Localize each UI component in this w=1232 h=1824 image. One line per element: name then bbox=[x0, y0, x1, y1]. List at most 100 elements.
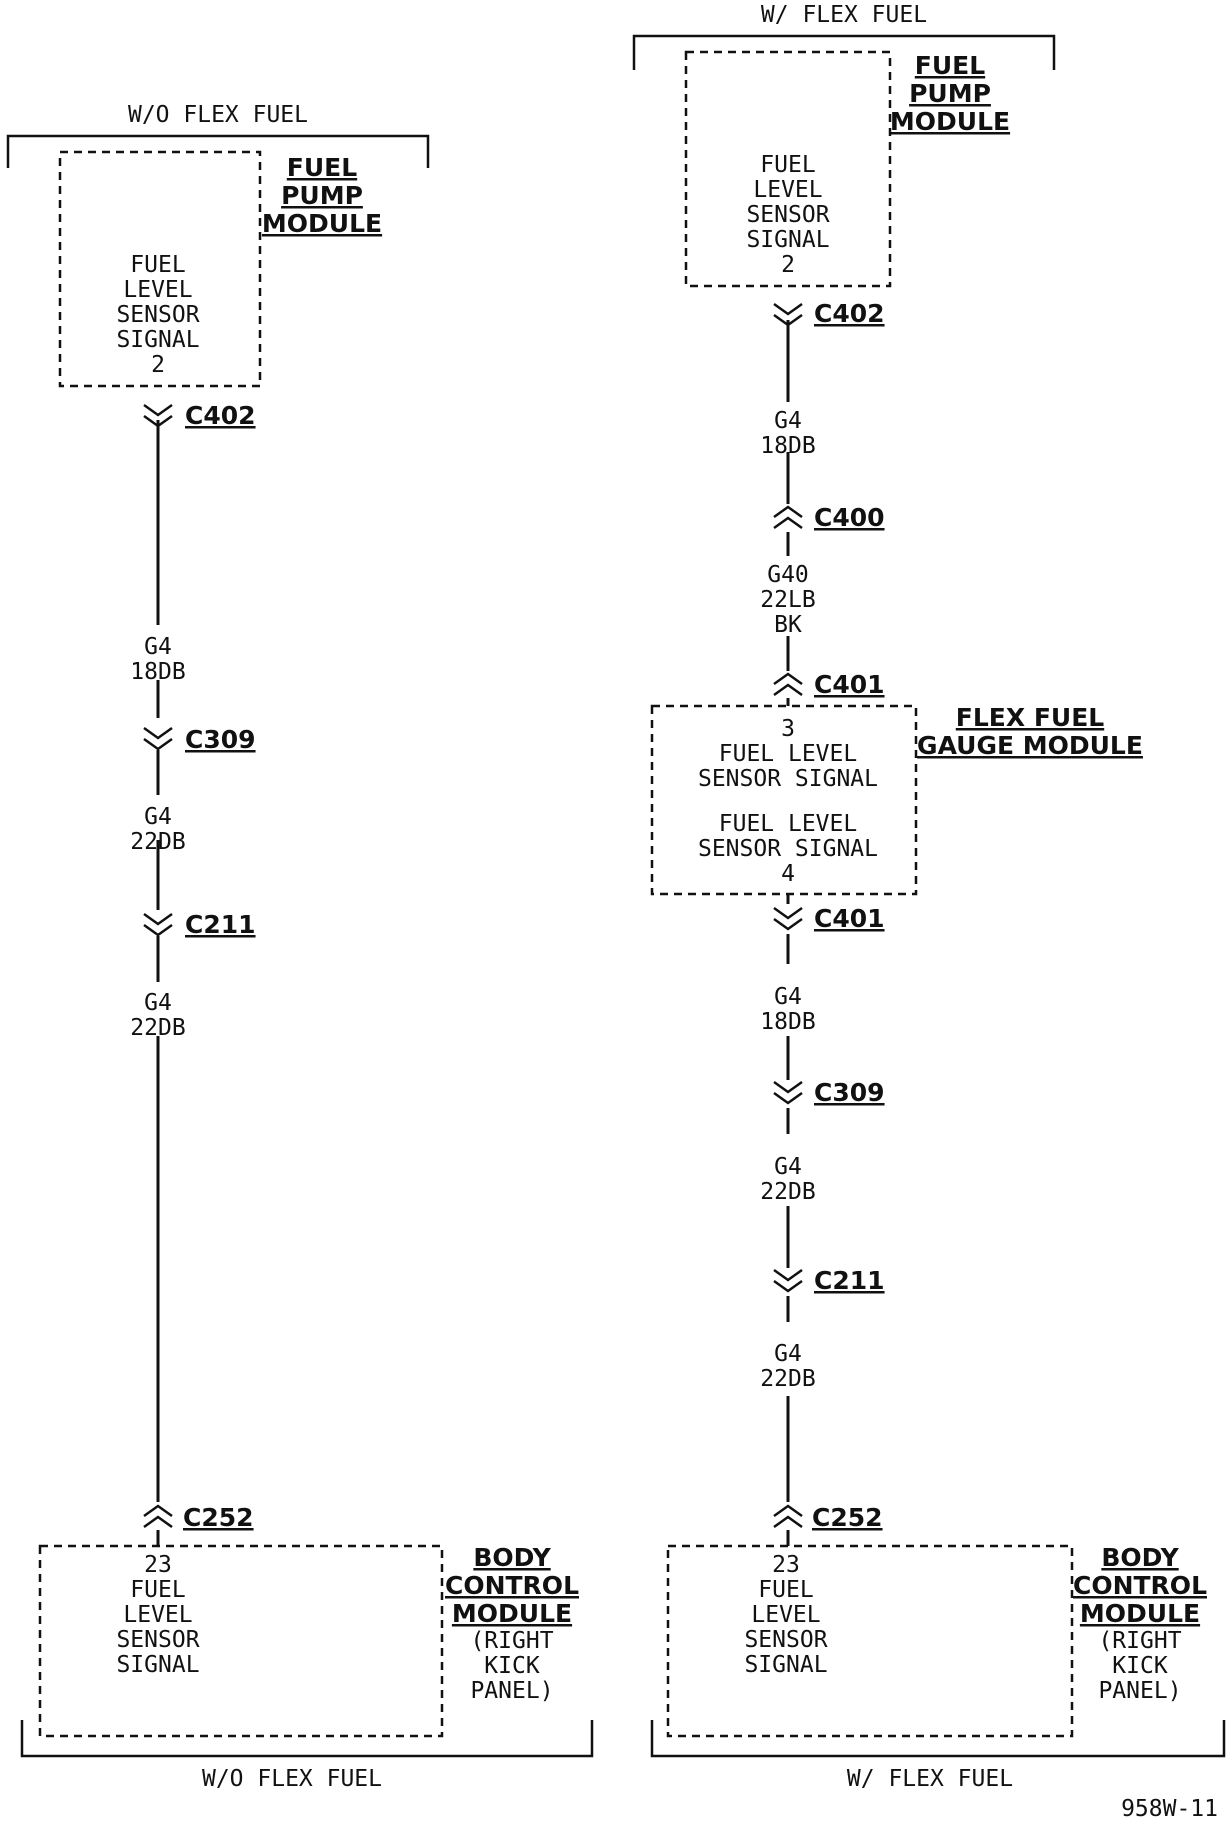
left-pump-pin-line-4: SIGNAL bbox=[116, 327, 199, 353]
right-connector-c400-symbol bbox=[773, 505, 803, 530]
left-top-bracket bbox=[6, 134, 430, 168]
right-fuel-pump-module-name-2: PUMP bbox=[909, 79, 991, 108]
left-connector-c252-symbol bbox=[143, 1504, 173, 1529]
left-fuel-pump-module-name-1: FUEL bbox=[287, 153, 357, 182]
left-wire-label-2-b: 22DB bbox=[130, 829, 185, 855]
left-bottom-bracket bbox=[20, 1720, 594, 1758]
gauge-pin-line-5: SENSOR SIGNAL bbox=[698, 836, 878, 862]
right-connector-c401-bottom-symbol bbox=[773, 906, 803, 931]
figure-id: 958W-11 bbox=[1121, 1796, 1218, 1822]
right-wire-label-2-a: G40 bbox=[767, 562, 809, 588]
left-bcm-location-1: (RIGHT bbox=[470, 1628, 553, 1654]
right-wire-label-1-b: 18DB bbox=[760, 433, 815, 459]
right-connector-c309-symbol bbox=[773, 1080, 803, 1105]
left-pump-pin-line-2: LEVEL bbox=[123, 277, 192, 303]
right-bottom-bracket-label: W/ FLEX FUEL bbox=[847, 1766, 1013, 1792]
right-fuel-pump-module-name-3: MODULE bbox=[890, 107, 1010, 136]
right-wire-label-1-a: G4 bbox=[774, 408, 802, 434]
left-bottom-bracket-label: W/O FLEX FUEL bbox=[202, 1766, 382, 1792]
right-connector-c252-symbol bbox=[773, 1504, 803, 1529]
left-bcm-pin-line-2: FUEL bbox=[130, 1577, 185, 1603]
left-fuel-pump-module-name-2: PUMP bbox=[281, 181, 363, 210]
gauge-pin-line-1: 3 bbox=[781, 716, 795, 742]
right-connector-c402-symbol bbox=[773, 302, 803, 327]
right-fuel-pump-module-box bbox=[684, 50, 892, 288]
left-wire-label-3-a: G4 bbox=[144, 990, 172, 1016]
right-bcm-location-3: PANEL) bbox=[1098, 1678, 1181, 1704]
right-pump-pin-line-5: 2 bbox=[781, 252, 795, 278]
left-body-control-module-box bbox=[38, 1544, 444, 1738]
left-bcm-pin-line-5: SIGNAL bbox=[116, 1652, 199, 1678]
right-bcm-location-1: (RIGHT bbox=[1098, 1628, 1181, 1654]
right-connector-c252: C252 bbox=[812, 1503, 883, 1532]
right-fuel-pump-module-name-1: FUEL bbox=[915, 51, 985, 80]
right-pump-pin-line-1: FUEL bbox=[760, 152, 815, 178]
right-wire-label-4-b: 22DB bbox=[760, 1179, 815, 1205]
right-connector-c401-top-symbol bbox=[773, 672, 803, 697]
right-bcm-name-3: MODULE bbox=[1080, 1599, 1200, 1628]
left-connector-c309-symbol bbox=[143, 726, 173, 751]
left-bcm-name-3: MODULE bbox=[452, 1599, 572, 1628]
left-pump-pin-line-3: SENSOR bbox=[116, 302, 199, 328]
left-fuel-pump-module-box bbox=[58, 150, 262, 388]
right-pump-pin-line-3: SENSOR bbox=[746, 202, 829, 228]
left-connector-c211: C211 bbox=[185, 910, 256, 939]
left-pump-pin-line-5: 2 bbox=[151, 352, 165, 378]
gauge-pin-line-6: 4 bbox=[781, 861, 795, 887]
right-body-control-module-box bbox=[666, 1544, 1074, 1738]
left-connector-c211-symbol bbox=[143, 912, 173, 937]
right-wire-label-5-b: 22DB bbox=[760, 1366, 815, 1392]
left-wire-label-2-a: G4 bbox=[144, 804, 172, 830]
left-bcm-location-3: PANEL) bbox=[470, 1678, 553, 1704]
right-bottom-bracket bbox=[650, 1720, 1226, 1758]
right-wire-label-4-a: G4 bbox=[774, 1154, 802, 1180]
right-pump-pin-line-2: LEVEL bbox=[753, 177, 822, 203]
right-bcm-name-1: BODY bbox=[1101, 1543, 1179, 1572]
right-wire-label-2-b: 22LB bbox=[760, 587, 815, 613]
left-bcm-pin-line-3: LEVEL bbox=[123, 1602, 192, 1628]
left-connector-c402: C402 bbox=[185, 401, 256, 430]
left-connector-c402-symbol bbox=[143, 403, 173, 428]
left-connector-c252: C252 bbox=[183, 1503, 254, 1532]
flex-fuel-gauge-module-box bbox=[650, 704, 918, 896]
left-fuel-pump-module-name-3: MODULE bbox=[262, 209, 382, 238]
right-bcm-location-2: KICK bbox=[1112, 1653, 1168, 1679]
gauge-pin-line-2: FUEL LEVEL bbox=[719, 741, 857, 767]
right-wire-label-3-b: 18DB bbox=[760, 1009, 815, 1035]
left-bcm-location-2: KICK bbox=[484, 1653, 540, 1679]
right-connector-c401-bottom: C401 bbox=[814, 904, 885, 933]
right-connector-c211: C211 bbox=[814, 1266, 885, 1295]
right-connector-c211-symbol bbox=[773, 1268, 803, 1293]
flex-fuel-gauge-module-name-2: GAUGE MODULE bbox=[917, 731, 1143, 760]
right-bcm-pin-line-4: SENSOR bbox=[744, 1627, 827, 1653]
right-wire-label-3-a: G4 bbox=[774, 984, 802, 1010]
left-bcm-name-1: BODY bbox=[473, 1543, 551, 1572]
left-bcm-pin-line-4: SENSOR bbox=[116, 1627, 199, 1653]
right-top-bracket bbox=[632, 34, 1056, 70]
right-top-bracket-label: W/ FLEX FUEL bbox=[761, 2, 927, 28]
gauge-pin-line-3: SENSOR SIGNAL bbox=[698, 766, 878, 792]
right-pump-pin-line-4: SIGNAL bbox=[746, 227, 829, 253]
right-wire-label-5-a: G4 bbox=[774, 1341, 802, 1367]
left-wire-label-1-a: G4 bbox=[144, 634, 172, 660]
left-wire-label-3-b: 22DB bbox=[130, 1015, 185, 1041]
left-connector-c309: C309 bbox=[185, 725, 256, 754]
left-pump-pin-line-1: FUEL bbox=[130, 252, 185, 278]
left-bcm-pin-line-1: 23 bbox=[144, 1552, 172, 1578]
right-bcm-name-2: CONTROL bbox=[1073, 1571, 1207, 1600]
right-wire-label-2-c: BK bbox=[774, 612, 802, 638]
left-wire-label-1-b: 18DB bbox=[130, 659, 185, 685]
right-connector-c400: C400 bbox=[814, 503, 885, 532]
right-connector-c309: C309 bbox=[814, 1078, 885, 1107]
right-bcm-pin-line-5: SIGNAL bbox=[744, 1652, 827, 1678]
right-bcm-pin-line-2: FUEL bbox=[758, 1577, 813, 1603]
gauge-pin-line-4: FUEL LEVEL bbox=[719, 811, 857, 837]
right-connector-c402: C402 bbox=[814, 299, 885, 328]
right-bcm-pin-line-3: LEVEL bbox=[751, 1602, 820, 1628]
right-connector-c401-top: C401 bbox=[814, 670, 885, 699]
right-bcm-pin-line-1: 23 bbox=[772, 1552, 800, 1578]
left-top-bracket-label: W/O FLEX FUEL bbox=[128, 102, 308, 128]
left-bcm-name-2: CONTROL bbox=[445, 1571, 579, 1600]
